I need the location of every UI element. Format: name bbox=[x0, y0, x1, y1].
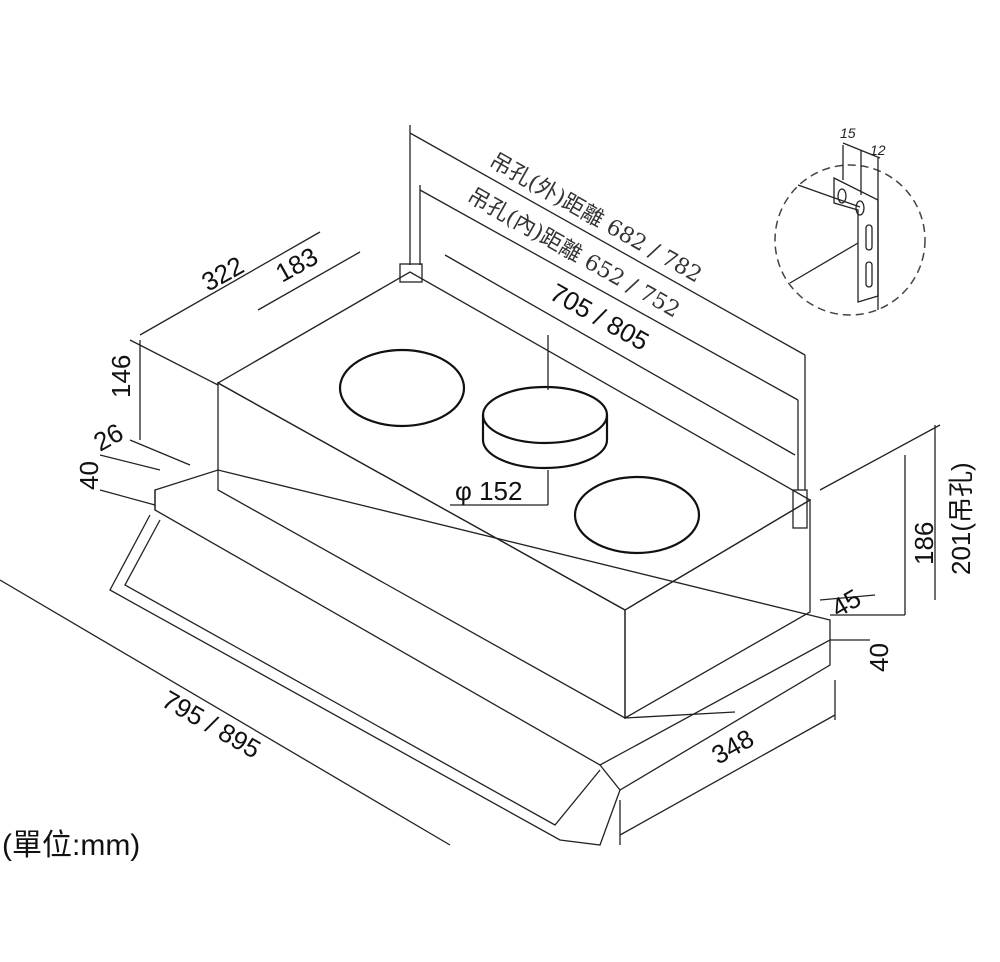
label-26: 26 bbox=[88, 417, 128, 457]
label-duct-diameter: φ 152 bbox=[455, 476, 522, 506]
label-45: 45 bbox=[826, 583, 866, 623]
unit-label: (單位:mm) bbox=[2, 829, 141, 862]
bracket-dim-15: 15 bbox=[840, 125, 856, 141]
dimension-lines bbox=[0, 125, 941, 846]
bracket-detail: 15 12 bbox=[774, 125, 926, 316]
label-201: 201(吊孔) bbox=[946, 462, 976, 575]
hood-body bbox=[109, 263, 831, 846]
label-40-right: 40 bbox=[864, 643, 894, 672]
label-183: 183 bbox=[270, 241, 322, 288]
bracket-dim-12: 12 bbox=[870, 142, 886, 158]
dimension-labels: 吊孔(外)距離 682 / 782 吊孔(內)距離 652 / 752 705 … bbox=[74, 148, 976, 770]
label-40-left: 40 bbox=[74, 461, 104, 490]
label-total-width: 795 / 895 bbox=[157, 684, 266, 764]
label-146: 146 bbox=[106, 355, 136, 398]
label-348: 348 bbox=[706, 723, 758, 770]
label-186: 186 bbox=[909, 522, 939, 565]
label-322: 322 bbox=[196, 250, 248, 297]
